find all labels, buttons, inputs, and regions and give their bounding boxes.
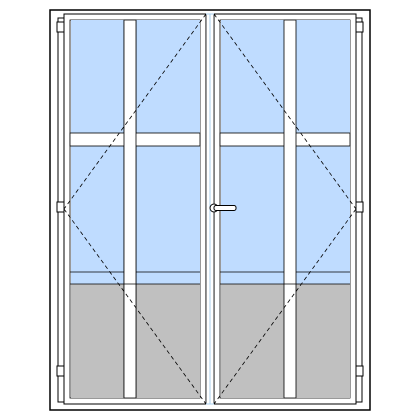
- hinge-icon: [56, 21, 65, 377]
- left-bottom-panel: [136, 284, 200, 398]
- right-bottom-panel: [221, 284, 284, 398]
- hinge-icon: [355, 21, 364, 377]
- left-glass-pane: [71, 272, 124, 284]
- left-opening-indicator: [63, 13, 207, 210]
- left-glass-pane: [136, 272, 200, 284]
- right-bottom-panel: [296, 284, 350, 398]
- right-opening-indicator: [213, 13, 357, 210]
- right-glass-pane: [221, 272, 284, 284]
- left-glass-pane: [71, 20, 124, 133]
- right-leaf[interactable]: [213, 13, 357, 405]
- right-vertical-muntin: [283, 19, 297, 399]
- right-glass-pane: [296, 146, 350, 272]
- right-glass-pane: [296, 272, 350, 284]
- right-opening-indicator: [213, 208, 357, 405]
- left-vertical-muntin-overlay: [123, 19, 137, 399]
- left-bottom-panel: [71, 284, 124, 398]
- left-glass-pane: [136, 20, 200, 133]
- left-opening-indicator: [63, 208, 207, 405]
- door-handle-icon[interactable]: [209, 203, 237, 213]
- left-glass-pane: [136, 146, 200, 272]
- right-glass-pane: [296, 20, 350, 133]
- left-leaf[interactable]: [63, 13, 207, 405]
- left-glass-pane: [71, 146, 124, 272]
- right-glass-pane: [221, 20, 284, 133]
